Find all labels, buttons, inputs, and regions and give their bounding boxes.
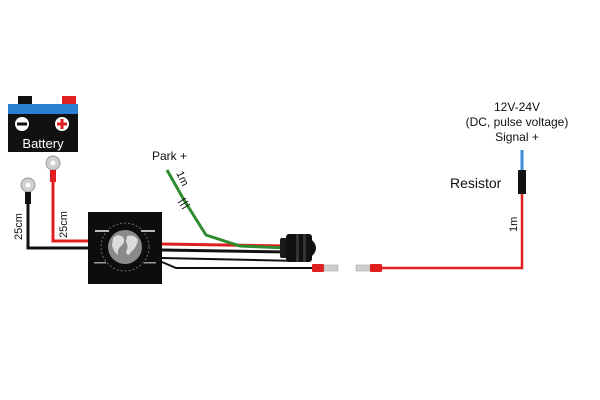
spade-female-sleeve	[312, 264, 324, 272]
positive-cable-length: 25cm	[58, 211, 70, 238]
module-text-right	[141, 230, 155, 232]
battery-negative-terminal	[18, 96, 32, 104]
plus-icon-vbar	[60, 119, 64, 129]
minus-icon-bar	[17, 122, 27, 126]
connector-ridge-1	[296, 234, 299, 262]
spade-female-metal	[323, 264, 339, 272]
output-red-wire	[161, 242, 289, 248]
module-text-bottom-right	[144, 262, 156, 264]
resistor-label: Resistor	[450, 175, 502, 191]
output-black-wire	[161, 248, 289, 254]
output-thin-black-wire	[161, 257, 301, 262]
signal-output-black-wire	[161, 261, 312, 269]
control-module	[88, 212, 162, 284]
negative-crimp	[25, 192, 31, 204]
signal-red-wire	[382, 194, 524, 270]
battery-label: Battery	[22, 136, 64, 151]
ring-terminal-positive-hole	[50, 160, 56, 166]
signal-wire: 1m Resistor	[382, 150, 526, 270]
ring-terminal-negative-hole	[25, 182, 31, 188]
module-ring	[100, 222, 150, 272]
signal-voltage-label: 12V-24V	[494, 100, 540, 114]
signal-wire-length: 1m	[508, 217, 520, 232]
negative-cable	[26, 204, 88, 250]
resistor-body	[518, 170, 526, 194]
negative-lead: 25cm	[13, 177, 88, 250]
park-wire-break-mark	[177, 197, 191, 210]
module-text-bottom-left	[94, 262, 106, 264]
positive-cable	[51, 182, 88, 243]
connector-plug	[280, 234, 316, 262]
globe-continent-1	[112, 235, 125, 255]
module-text-left	[95, 230, 109, 232]
park-label: Park +	[152, 149, 187, 163]
positive-crimp	[50, 170, 56, 182]
spade-male-sleeve	[370, 264, 382, 272]
battery: Battery	[8, 96, 78, 152]
negative-cable-length: 25cm	[13, 213, 25, 240]
signal-polarity-label: Signal +	[495, 130, 539, 144]
battery-lid	[8, 104, 78, 114]
connector-cap	[312, 240, 316, 256]
signal-type-label: (DC, pulse voltage)	[466, 115, 569, 129]
connector-ridge-2	[303, 234, 306, 262]
park-wire: 1m Park +	[152, 149, 289, 250]
battery-positive-terminal	[62, 96, 76, 104]
globe-continent-2	[126, 235, 138, 255]
signal-description: 12V-24V (DC, pulse voltage) Signal +	[466, 100, 569, 144]
park-wire-length: 1m	[173, 169, 190, 188]
park-green-wire	[165, 169, 289, 250]
spade-terminals	[312, 264, 382, 272]
spade-male-metal	[355, 264, 371, 272]
positive-lead: 25cm	[45, 155, 88, 243]
